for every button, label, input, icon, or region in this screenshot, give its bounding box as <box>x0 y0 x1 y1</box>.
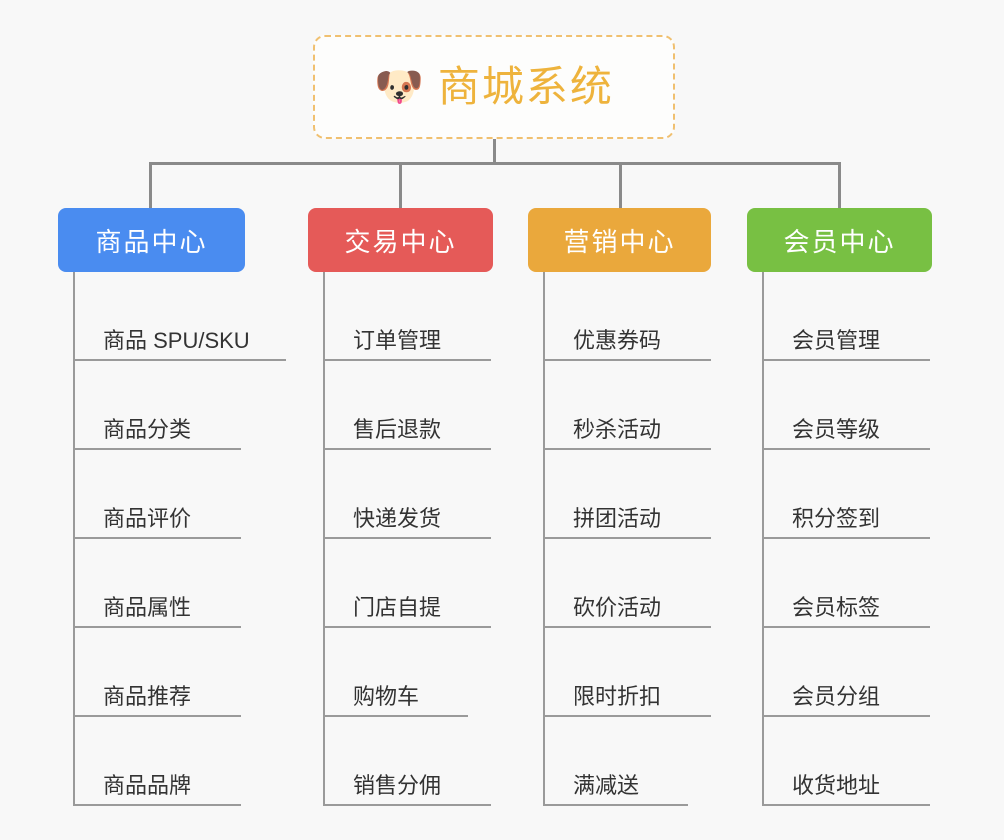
leaf-item[interactable]: 门店自提 <box>323 539 491 628</box>
root-node-shopping-system[interactable]: 🐶 商城系统 <box>313 35 675 139</box>
leaf-label: 售后退款 <box>353 416 442 442</box>
leaf-item[interactable]: 售后退款 <box>323 361 491 450</box>
leaf-label: 积分签到 <box>792 505 881 531</box>
branch-spine <box>543 272 545 806</box>
leaf-list: 订单管理 售后退款 快递发货 门店自提 购物车 销售分佣 <box>323 272 491 806</box>
leaf-label: 商品评价 <box>103 505 192 531</box>
category-title: 商品中心 <box>95 226 208 257</box>
leaf-item[interactable]: 满减送 <box>543 717 688 806</box>
leaf-item[interactable]: 商品推荐 <box>73 628 241 717</box>
leaf-item[interactable]: 会员分组 <box>762 628 930 717</box>
branch-spine <box>323 272 325 806</box>
leaf-item[interactable]: 收货地址 <box>762 717 930 806</box>
leaf-item[interactable]: 会员等级 <box>762 361 930 450</box>
leaf-item[interactable]: 订单管理 <box>323 272 491 361</box>
leaf-item[interactable]: 商品属性 <box>73 539 241 628</box>
leaf-item[interactable]: 销售分佣 <box>323 717 491 806</box>
leaf-list: 会员管理 会员等级 积分签到 会员标签 会员分组 收货地址 <box>762 272 930 806</box>
leaf-label: 门店自提 <box>353 594 442 620</box>
leaf-list: 优惠券码 秒杀活动 拼团活动 砍价活动 限时折扣 满减送 <box>543 272 711 806</box>
category-header-member-center[interactable]: 会员中心 <box>747 208 932 272</box>
leaf-label: 优惠券码 <box>573 327 662 353</box>
category-header-marketing-center[interactable]: 营销中心 <box>528 208 711 272</box>
leaf-item[interactable]: 商品 SPU/SKU <box>73 272 286 361</box>
connector-drop-trade-center <box>399 162 402 208</box>
leaf-label: 商品属性 <box>103 594 192 620</box>
leaf-item[interactable]: 砍价活动 <box>543 539 711 628</box>
leaf-label: 会员等级 <box>792 416 881 442</box>
leaf-item[interactable]: 快递发货 <box>323 450 491 539</box>
leaf-label: 商品 SPU/SKU <box>103 327 250 353</box>
connector-root-trunk <box>493 139 496 164</box>
connector-drop-product-center <box>149 162 152 208</box>
leaf-item[interactable]: 商品评价 <box>73 450 241 539</box>
leaf-item[interactable]: 会员管理 <box>762 272 930 361</box>
leaf-label: 满减送 <box>573 772 640 798</box>
leaf-label: 会员管理 <box>792 327 881 353</box>
leaf-item[interactable]: 优惠券码 <box>543 272 711 361</box>
category-header-product-center[interactable]: 商品中心 <box>58 208 245 272</box>
leaf-item[interactable]: 商品品牌 <box>73 717 241 806</box>
leaf-label: 会员标签 <box>792 594 881 620</box>
leaf-label: 快递发货 <box>353 505 442 531</box>
connector-drop-marketing-center <box>619 162 622 208</box>
leaf-label: 会员分组 <box>792 683 881 709</box>
leaf-label: 砍价活动 <box>573 594 662 620</box>
connector-horizontal-bus <box>149 162 840 165</box>
category-title: 交易中心 <box>344 226 457 257</box>
leaf-item[interactable]: 拼团活动 <box>543 450 711 539</box>
leaf-label: 销售分佣 <box>353 772 442 798</box>
leaf-list: 商品 SPU/SKU 商品分类 商品评价 商品属性 商品推荐 商品品牌 <box>73 272 286 806</box>
leaf-label: 拼团活动 <box>573 505 662 531</box>
category-title: 营销中心 <box>563 226 676 257</box>
dog-face-icon: 🐶 <box>374 65 424 109</box>
leaf-item[interactable]: 积分签到 <box>762 450 930 539</box>
category-title: 会员中心 <box>783 226 896 257</box>
leaf-label: 购物车 <box>353 683 420 709</box>
leaf-label: 商品分类 <box>103 416 192 442</box>
leaf-item[interactable]: 会员标签 <box>762 539 930 628</box>
leaf-label: 限时折扣 <box>573 683 662 709</box>
leaf-label: 商品品牌 <box>103 772 192 798</box>
leaf-item[interactable]: 商品分类 <box>73 361 241 450</box>
branch-spine <box>762 272 764 806</box>
leaf-label: 收货地址 <box>792 772 881 798</box>
root-title: 商城系统 <box>437 63 614 110</box>
leaf-item[interactable]: 购物车 <box>323 628 468 717</box>
connector-drop-member-center <box>838 162 841 208</box>
leaf-label: 订单管理 <box>353 327 442 353</box>
leaf-item[interactable]: 限时折扣 <box>543 628 711 717</box>
branch-spine <box>73 272 75 806</box>
category-header-trade-center[interactable]: 交易中心 <box>308 208 493 272</box>
leaf-label: 秒杀活动 <box>573 416 662 442</box>
leaf-item[interactable]: 秒杀活动 <box>543 361 711 450</box>
leaf-label: 商品推荐 <box>103 683 192 709</box>
